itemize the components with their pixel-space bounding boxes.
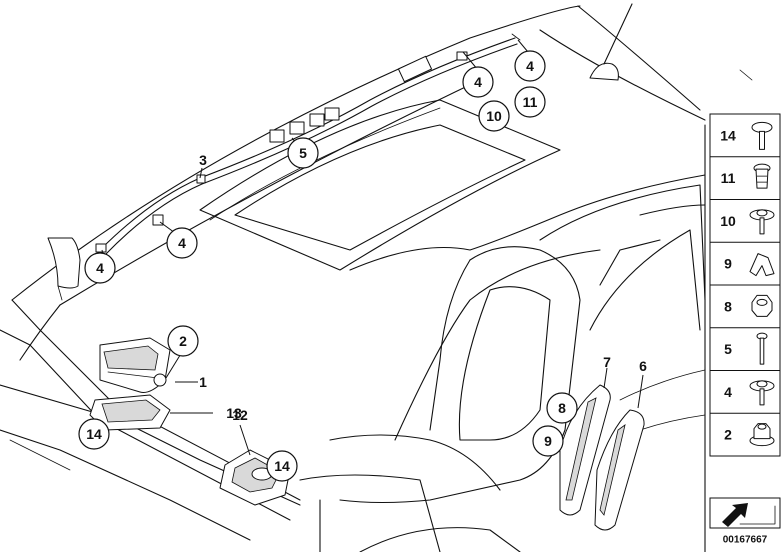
callout-circle	[167, 325, 199, 357]
callout-13: 13	[226, 405, 242, 421]
callout-label: 14	[86, 426, 102, 442]
legend-row: 4	[710, 370, 780, 406]
callout-10: 10	[478, 100, 510, 132]
legend-number: 11	[721, 170, 736, 186]
callout-14: 14	[78, 418, 110, 450]
callout-circle	[84, 252, 116, 284]
callout-label: 6	[639, 358, 647, 374]
callout-label: 12	[232, 407, 248, 423]
callout-11: 11	[514, 86, 546, 118]
legend-row: 14	[720, 121, 773, 150]
legend-row: 2	[710, 412, 780, 447]
callout-group: 4 4 10 11 5 3 4 4 2 1 13 14 12 14 7 6 8 9	[78, 50, 647, 482]
callout-label: 4	[96, 260, 104, 276]
callout-4: 4	[84, 252, 116, 284]
arrow-direction-icon	[722, 503, 776, 527]
callout-label: 1	[199, 374, 207, 390]
washer-screw-icon	[749, 380, 775, 406]
legend-number: 4	[724, 384, 732, 400]
callout-label: 9	[544, 433, 552, 449]
callout-4: 4	[462, 66, 494, 98]
legend-number: 8	[724, 298, 732, 314]
washer-screw-icon	[749, 209, 775, 235]
flange-nut-icon	[749, 423, 775, 447]
callout-circle	[166, 227, 198, 259]
retaining-clip-icon	[749, 253, 775, 277]
knee-airbag-drawing	[89, 394, 171, 431]
callout-label: 4	[178, 235, 186, 251]
legend-row: 10	[710, 199, 780, 235]
callout-circle	[478, 100, 510, 132]
callout-9: 9	[532, 425, 564, 457]
screw-icon	[756, 332, 768, 365]
callout-label: 14	[274, 458, 290, 474]
legend-rows: 14 11 10 9 8 5 4 2	[710, 121, 780, 447]
legend-number: 9	[724, 256, 732, 272]
callout-label: 7	[603, 354, 611, 370]
legend-number: 14	[720, 127, 736, 143]
legend-row: 11	[710, 156, 780, 189]
callout-7: 7	[603, 354, 611, 370]
callout-12: 12	[232, 407, 248, 423]
callout-2: 2	[167, 325, 199, 357]
curtain-airbag-drawing	[95, 33, 521, 257]
callout-1: 1	[199, 374, 207, 390]
callout-label: 5	[299, 145, 307, 161]
callout-circle	[514, 86, 546, 118]
callout-label: 13	[226, 405, 242, 421]
callout-3: 3	[199, 152, 207, 168]
figure-id: 00167667	[723, 535, 768, 546]
callout-6: 6	[639, 358, 647, 374]
callout-circle	[546, 392, 578, 424]
hex-nut-icon	[751, 294, 773, 317]
callout-circle	[287, 137, 319, 169]
callout-label: 3	[199, 152, 207, 168]
callout-circle	[78, 418, 110, 450]
callout-4: 4	[514, 50, 546, 82]
car-body-drawing	[0, 3, 753, 553]
callout-circle	[532, 425, 564, 457]
callout-label: 4	[474, 74, 482, 90]
legend-number: 2	[724, 427, 732, 443]
legend-row: 8	[710, 284, 780, 317]
callout-label: 8	[558, 400, 566, 416]
passenger-airbag-drawing	[99, 337, 171, 393]
callout-label: 2	[179, 333, 187, 349]
callout-circle	[462, 66, 494, 98]
legend-number: 5	[724, 341, 732, 357]
legend-number: 10	[720, 213, 736, 229]
callout-circle	[514, 50, 546, 82]
expanding-rivet-icon	[753, 163, 771, 189]
callout-label: 11	[523, 94, 538, 110]
callout-5: 5	[287, 137, 319, 169]
callout-label: 4	[526, 58, 534, 74]
callout-4: 4	[166, 227, 198, 259]
side-airbag-drawing	[559, 384, 645, 531]
footer-panel: 00167667	[709, 497, 781, 546]
legend-row: 9	[710, 241, 780, 277]
callout-label: 10	[486, 108, 502, 124]
callout-circle	[266, 450, 298, 482]
callout-14: 14	[266, 450, 298, 482]
callout-8: 8	[546, 392, 578, 424]
seat-drawing	[299, 246, 581, 553]
legend-row: 5	[710, 327, 780, 365]
flat-head-screw-icon	[751, 121, 773, 150]
